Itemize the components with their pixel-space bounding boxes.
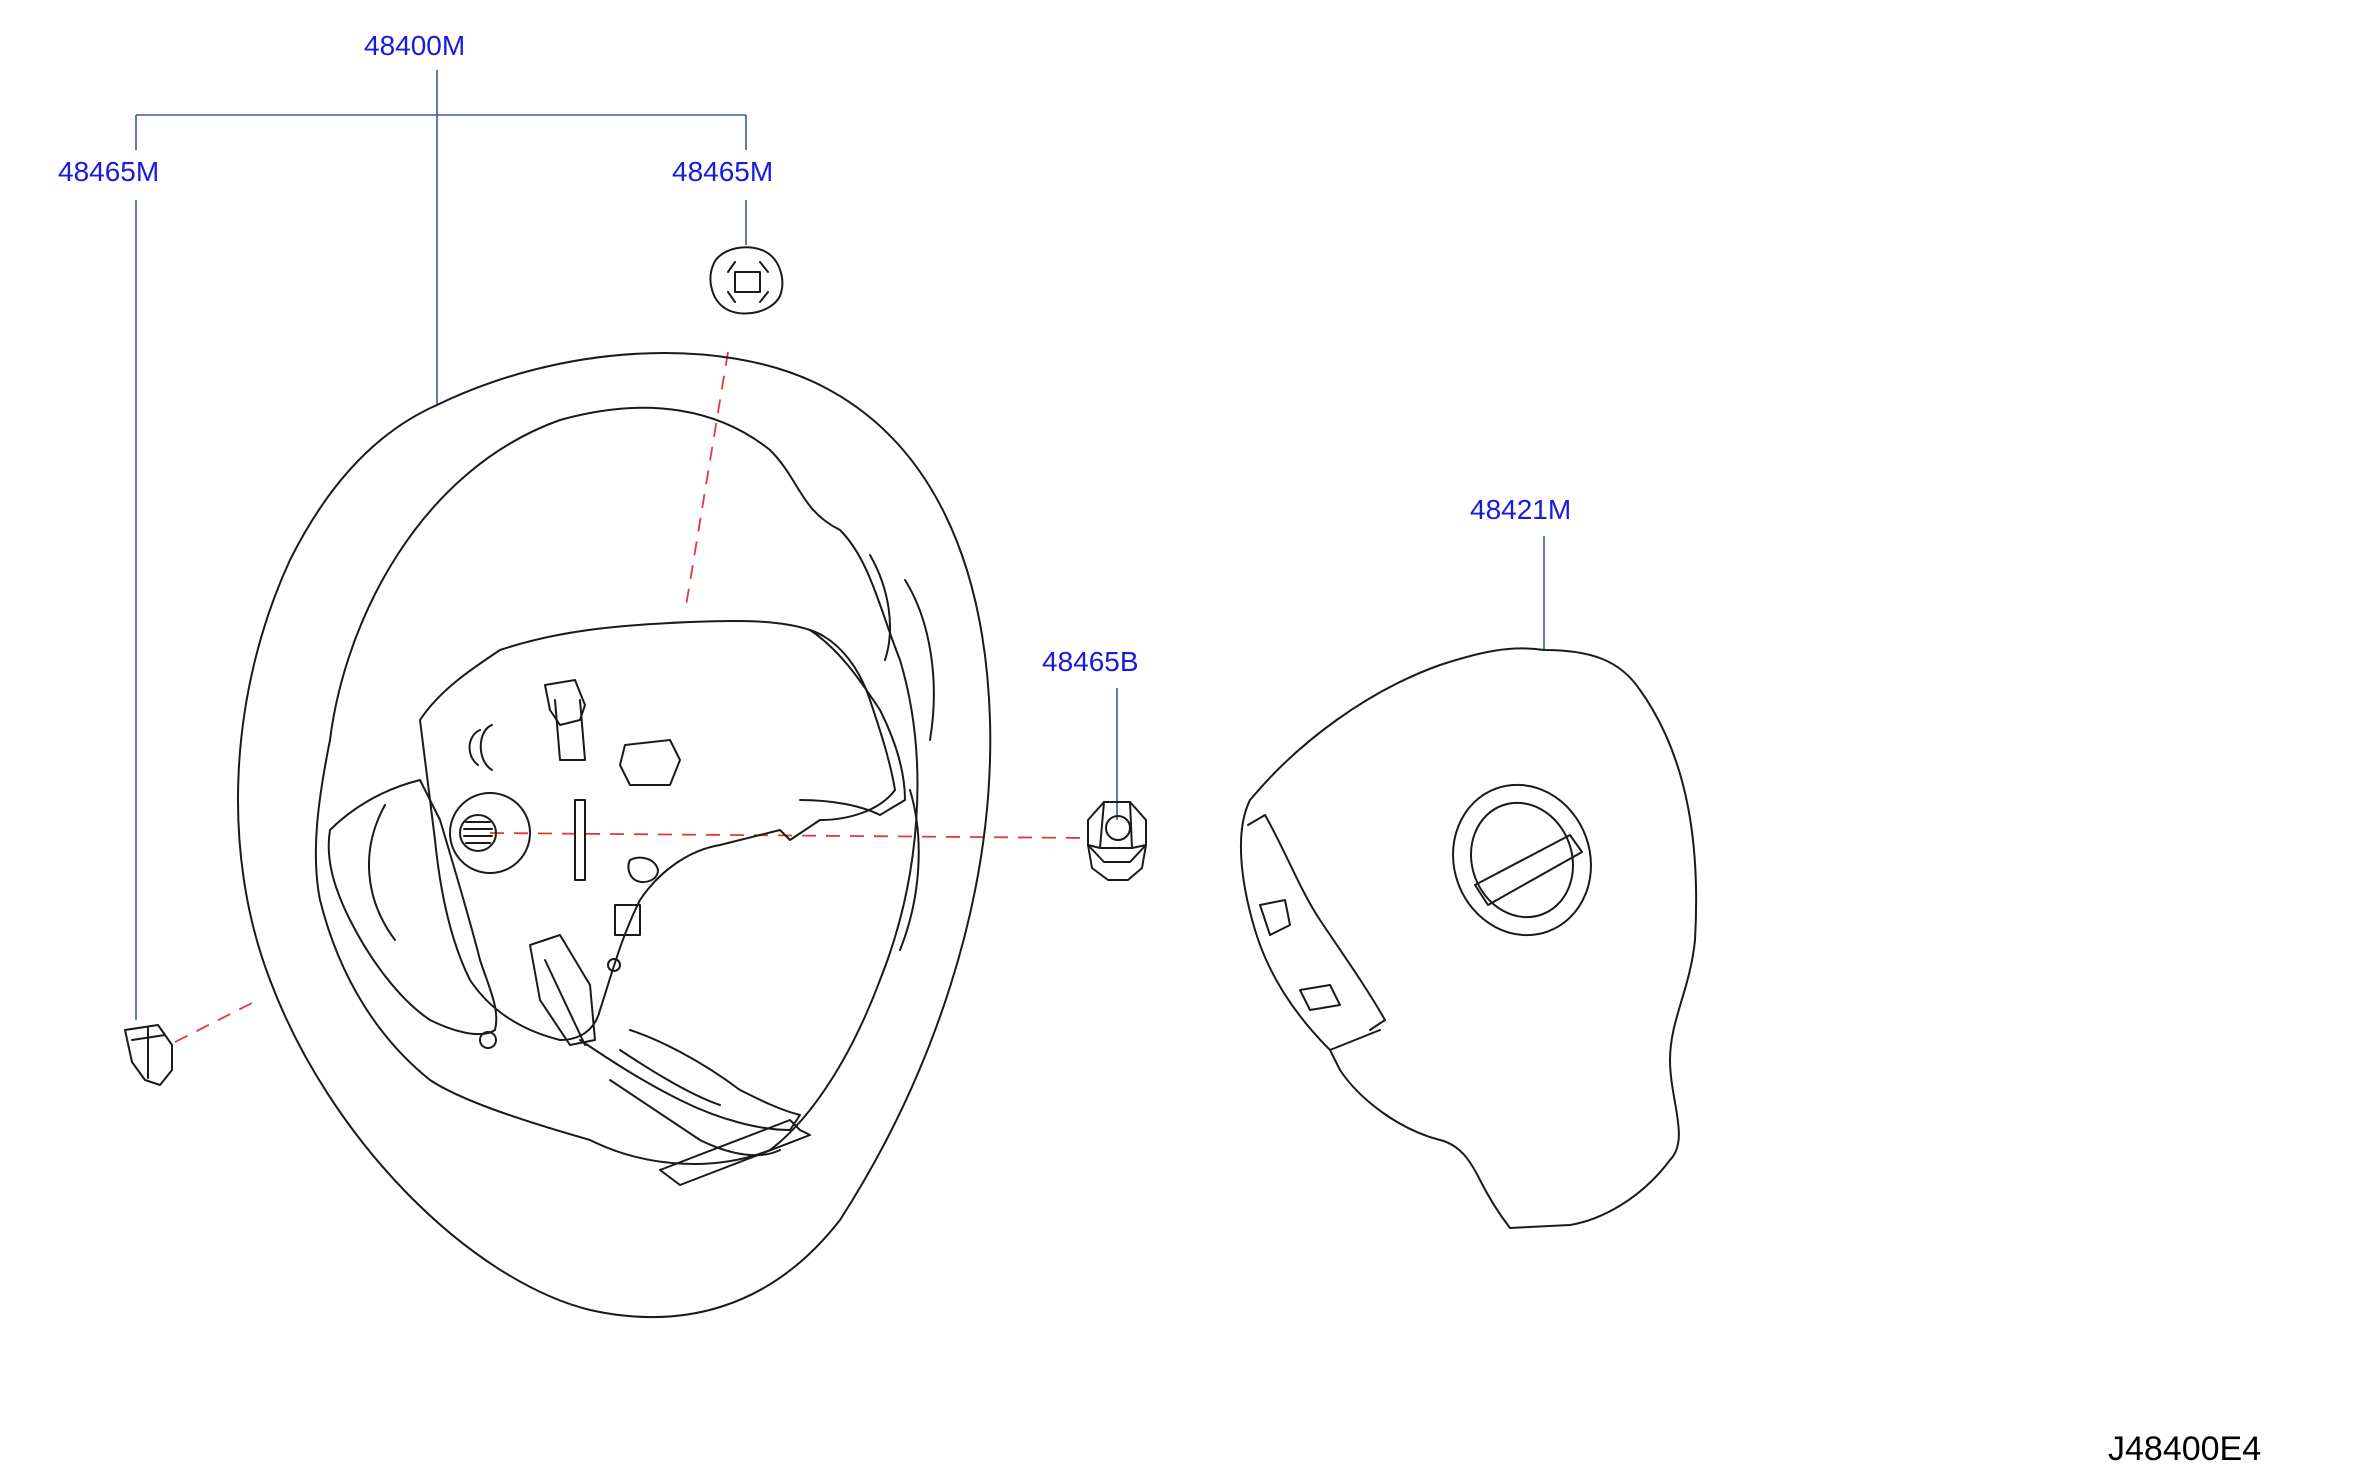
nut-thread [1105, 815, 1131, 841]
airbag-rear-edge [1239, 799, 1381, 1051]
cap-right-body [709, 246, 784, 315]
hub-shaft [459, 814, 497, 852]
airbag-emblem-outer [1452, 783, 1592, 937]
airbag-emblem-bar [1474, 834, 1583, 906]
wheel-rim-inner [314, 406, 919, 1165]
label-cap-left: 48465M [58, 156, 160, 187]
airbag-cover [1249, 647, 1698, 1229]
cap-right [709, 246, 784, 315]
cap-left-body [124, 1024, 173, 1086]
spoke-lower-detail-b [619, 1049, 721, 1106]
hub-boss [449, 792, 531, 874]
spoke-right [799, 629, 906, 816]
cap-right-tabs [727, 261, 769, 303]
hub-splines [463, 821, 493, 844]
center-lines [174, 351, 1089, 1043]
airbag-clip-upper [1259, 899, 1291, 936]
center-line-left [174, 1002, 253, 1043]
hub-switch-mount-top [544, 679, 586, 726]
hub-port [619, 739, 681, 786]
airbag-module [1239, 647, 1698, 1229]
steering-wheel [237, 351, 992, 1319]
center-line-top [684, 351, 729, 613]
hub-clip-c [468, 724, 493, 771]
rim-contour-c [899, 789, 920, 951]
hub-switch-mount-bottom [529, 934, 596, 1046]
hub-fuse [614, 904, 641, 936]
wheel-rim-outer [237, 351, 992, 1319]
label-assembly: 48400M [364, 30, 466, 61]
spoke-left [327, 779, 498, 1036]
diagram-id: J48400E4 [2108, 1430, 2262, 1468]
spoke-lower-detail-a [609, 1079, 781, 1157]
nut-faces [1087, 801, 1147, 849]
rim-contour-b [904, 579, 935, 741]
airbag-clip-lower [1299, 984, 1341, 1011]
hub-bar [574, 799, 586, 881]
label-nut: 48465B [1042, 646, 1139, 677]
center-line-hub [489, 832, 1089, 839]
cap-left [124, 1024, 173, 1086]
hub-connector [627, 856, 659, 883]
spoke-lower [579, 1029, 801, 1131]
rim-contour-a [869, 554, 891, 661]
nut [1087, 801, 1147, 881]
hub-switch-slot-bottom [544, 959, 586, 1046]
nut-flange [1087, 844, 1147, 881]
airbag-emblem-inner [1469, 801, 1575, 919]
hub-pin [607, 958, 621, 972]
cap-left-detail [131, 1027, 166, 1079]
airbag-side-flange [1247, 814, 1386, 1031]
spoke-left-detail [368, 804, 396, 941]
label-airbag: 48421M [1470, 494, 1572, 525]
leader-lines [135, 70, 1545, 1020]
hub-plate [419, 619, 896, 1041]
spoke-lower-plate [659, 1119, 811, 1186]
hub-screw [479, 1031, 497, 1049]
cap-right-center [734, 271, 761, 293]
hub-switch-slot-top [554, 699, 586, 761]
label-cap-right: 48465M [672, 156, 774, 187]
